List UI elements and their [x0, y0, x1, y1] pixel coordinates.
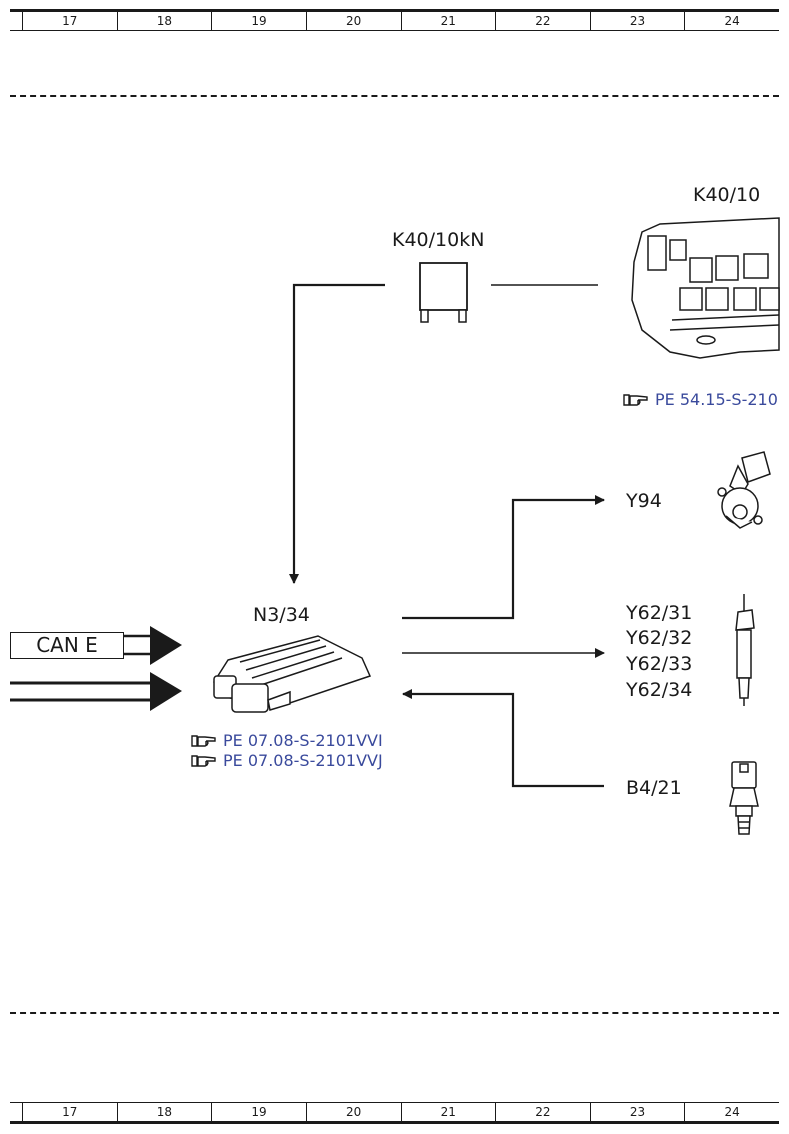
fuse-box-k40-10-icon — [631, 217, 780, 359]
column-ruler-bottom: 17 18 19 20 21 22 23 24 — [10, 1102, 779, 1124]
ruler-cell: 17 — [23, 1103, 118, 1121]
ruler-cell: 20 — [307, 12, 402, 30]
section-divider-top — [10, 95, 779, 97]
b4-21-to-ecu-line — [402, 689, 604, 788]
label-y62-31: Y62/31 — [626, 602, 693, 624]
ruler-cell: 24 — [724, 14, 740, 28]
ref-text: PE 54.15-S-210 — [655, 390, 778, 409]
ruler-cell: 17 — [23, 12, 118, 30]
ruler-cell: 20 — [307, 1103, 402, 1121]
label-y94: Y94 — [626, 490, 662, 512]
ruler-cell: 24 — [724, 1105, 740, 1119]
glow-plug-y62-icon — [735, 594, 755, 706]
sensor-b4-21-icon — [729, 761, 759, 835]
ruler-cell: 18 — [118, 1103, 213, 1121]
ruler-cell: 19 — [212, 1103, 307, 1121]
ref-text: PE 07.08-S-2101VVJ — [223, 751, 383, 770]
label-b4-21: B4/21 — [626, 777, 682, 799]
section-divider-bottom — [10, 1012, 779, 1014]
pointing-hand-icon — [191, 754, 216, 767]
ruler-cell: 22 — [496, 12, 591, 30]
label-y62-33: Y62/33 — [626, 653, 693, 675]
ref-text: PE 07.08-S-2101VVI — [223, 731, 383, 750]
can-bus-arrows — [10, 626, 182, 711]
relay-k40-10kn-icon — [419, 262, 468, 323]
ref-link-n3-vvi[interactable]: PE 07.08-S-2101VVI — [191, 731, 383, 750]
label-can-e: CAN E — [10, 632, 124, 659]
ecu-to-y94-line — [402, 495, 605, 620]
label-y62-34: Y62/34 — [626, 679, 693, 701]
ruler-cell: 23 — [591, 12, 686, 30]
valve-y94-icon — [717, 451, 771, 529]
pointing-hand-icon — [191, 734, 216, 747]
ruler-cell: 18 — [118, 12, 213, 30]
ruler-cell: 21 — [402, 1103, 497, 1121]
ref-link-n3-vvj[interactable]: PE 07.08-S-2101VVJ — [191, 751, 383, 770]
ref-link-k40[interactable]: PE 54.15-S-210 — [623, 390, 789, 409]
relay-to-ecu-line — [289, 283, 385, 584]
pointing-hand-icon — [623, 393, 648, 406]
ruler-cell: 23 — [591, 1103, 686, 1121]
label-y62-32: Y62/32 — [626, 627, 693, 649]
ecu-n3-34-icon — [213, 635, 372, 713]
label-k40-10: K40/10 — [693, 184, 761, 206]
column-ruler-top: 17 18 19 20 21 22 23 24 — [10, 9, 779, 31]
ruler-cell: 22 — [496, 1103, 591, 1121]
ruler-cell: 21 — [402, 12, 497, 30]
ruler-cell: 19 — [212, 12, 307, 30]
label-k40-10kn: K40/10kN — [392, 229, 485, 251]
label-n3-34: N3/34 — [253, 604, 310, 626]
